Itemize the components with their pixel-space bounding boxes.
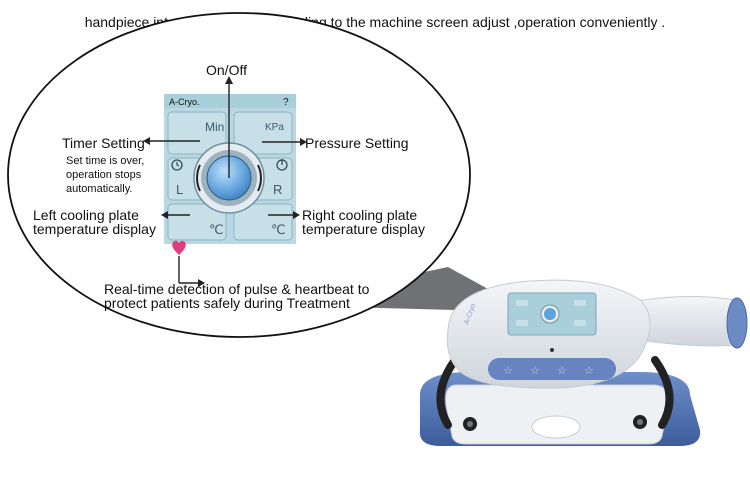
timer-desc-2: operation stops [66, 169, 142, 181]
device-control-strip [488, 358, 616, 380]
svg-text:☆: ☆ [584, 365, 594, 377]
left-temp-button-bg [167, 203, 227, 241]
device-illustration: ☆ ☆ ☆ ☆ A-Cryo [419, 279, 748, 446]
left-temp-label-1: Left cooling plate [33, 207, 139, 223]
left-temp-label-2: temperature display [33, 221, 156, 237]
min-button-bg [167, 111, 227, 155]
screen-title: A-Cryo. [169, 97, 200, 107]
screen-help: ? [283, 97, 289, 108]
svg-text:☆: ☆ [530, 365, 540, 377]
timer-setting-label: Timer Setting [62, 135, 145, 151]
clock-icon [171, 159, 183, 171]
screen-min-label: Min [205, 120, 224, 134]
pulse-label-2: protect patients safely during Treatment [104, 295, 350, 311]
power-icon [276, 159, 288, 171]
right-temp-label-1: Right cooling plate [302, 207, 418, 223]
pressure-setting-label: Pressure Setting [305, 135, 409, 151]
right-temp-label-2: temperature display [302, 221, 425, 237]
right-temp-button-bg [233, 203, 293, 241]
screen-celsius-left: ℃ [209, 222, 224, 237]
screen-kpa-label: KPa [265, 122, 284, 133]
on-off-label: On/Off [206, 62, 247, 78]
screen-left-label: L [176, 182, 183, 197]
pulse-label-1: Real-time detection of pulse & heartbeat… [104, 281, 370, 297]
screen-celsius-right: ℃ [271, 222, 286, 237]
timer-desc-3: automatically. [66, 183, 133, 195]
callout-arrows [143, 76, 307, 287]
svg-text:☆: ☆ [557, 365, 567, 377]
screen-right-label: R [273, 182, 282, 197]
heart-icon [172, 240, 186, 255]
timer-desc-1: Set time is over, [66, 155, 145, 167]
svg-text:☆: ☆ [503, 365, 513, 377]
kpa-button-bg [233, 111, 293, 155]
